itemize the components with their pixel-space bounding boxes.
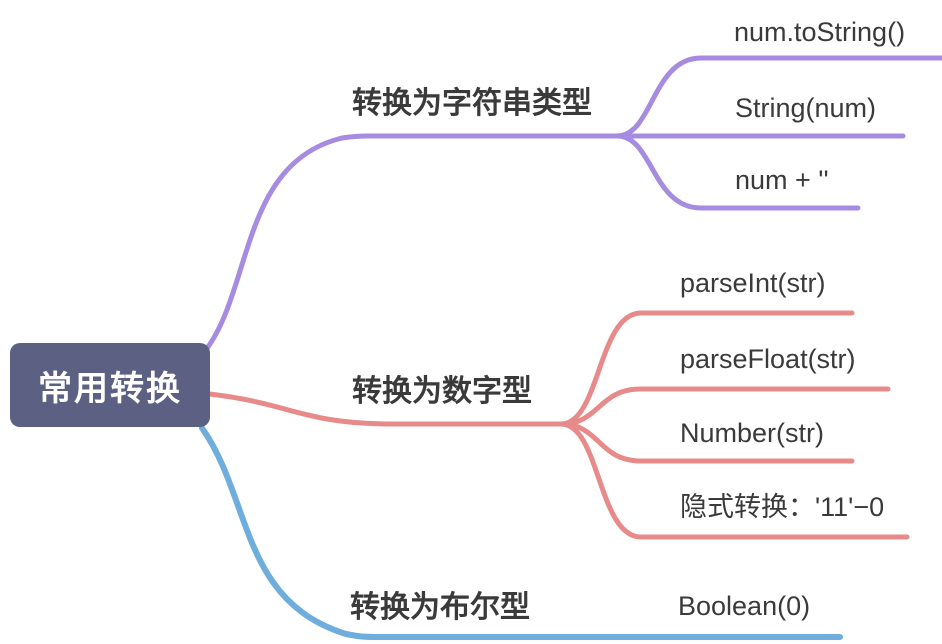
leaf-boolean-zero[interactable]: Boolean(0) xyxy=(678,591,811,621)
leaf-parsefloat-line xyxy=(558,386,891,427)
leaf-num-tostring-line xyxy=(614,55,942,139)
leaf-parseint-line xyxy=(558,310,855,427)
branch-label-boolean-type[interactable]: 转换为布尔型 xyxy=(350,591,530,624)
leaf-parseint[interactable]: parseInt(str) xyxy=(680,268,826,298)
leaf-parsefloat[interactable]: parseFloat(str) xyxy=(680,344,856,374)
branch-number-connectors xyxy=(206,310,910,540)
leaf-number[interactable]: Number(str) xyxy=(680,418,825,448)
branch-number-trunk-line xyxy=(206,391,564,427)
branch-boolean-trunk-line xyxy=(199,425,843,640)
leaf-implicit-conversion[interactable]: 隐式转换：'11'−0 xyxy=(680,492,885,522)
root-node-label: 常用转换 xyxy=(38,369,182,408)
branch-string-connectors xyxy=(202,55,942,354)
leaf-num-tostring[interactable]: num.toString() xyxy=(734,17,906,47)
branch-label-string-type[interactable]: 转换为字符串类型 xyxy=(352,87,592,120)
root-node[interactable]: 常用转换 xyxy=(10,343,210,427)
leaf-num-plus-quotes[interactable]: num + '' xyxy=(735,165,829,195)
leaf-string-num[interactable]: String(num) xyxy=(735,93,877,123)
leaf-num-plus-quotes-line xyxy=(614,133,861,211)
branch-label-number-type[interactable]: 转换为数字型 xyxy=(352,375,532,408)
leaf-implicit-line xyxy=(558,421,910,540)
branch-string-trunk-line xyxy=(202,133,620,354)
branch-boolean-connectors xyxy=(199,425,843,640)
root-node-box xyxy=(10,343,210,427)
